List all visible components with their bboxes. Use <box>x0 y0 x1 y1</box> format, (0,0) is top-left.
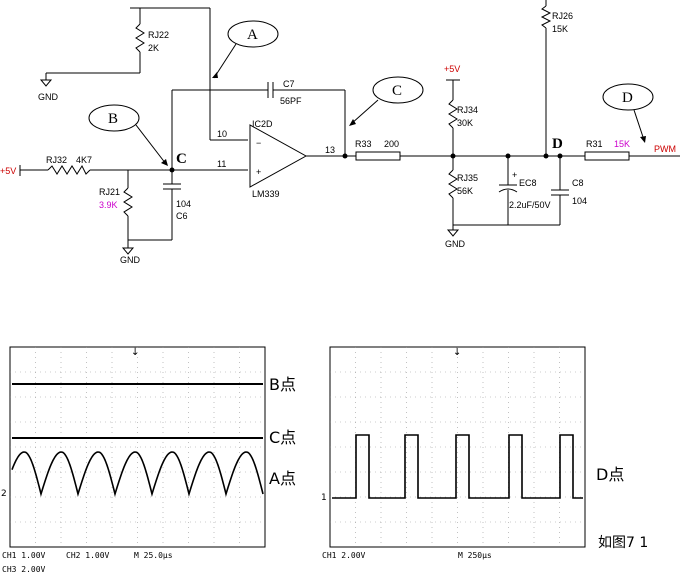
c7-value: 56PF <box>280 96 302 106</box>
rj22-value: 2K <box>148 43 159 53</box>
ec8-value: 2.2uF/50V <box>509 200 551 210</box>
comparator-ic2d <box>249 124 308 188</box>
scope-left-timebase: M 25.0µs <box>134 551 173 560</box>
gnd-symbol-left <box>121 240 135 255</box>
divider-node-dot <box>450 153 456 159</box>
callout-d-arrow <box>640 136 646 143</box>
rj34-resistor <box>448 99 458 129</box>
rj21-resistor <box>123 187 133 217</box>
callout-d-bubble <box>602 83 654 111</box>
rj32-ref: RJ32 <box>46 155 67 165</box>
gnd-right-label: GND <box>445 239 466 249</box>
r33-value: 200 <box>384 139 399 149</box>
ic-ref: IC2D <box>252 119 273 129</box>
callout-b-bubble <box>88 104 140 132</box>
ic-pin-inv: 10 <box>217 129 227 139</box>
rj21-value: 3.9K <box>99 200 118 210</box>
scope-left-ch3: CH3 2.00V <box>2 565 46 574</box>
schematic: +5V RJ32 4K7 RJ21 3.9K GND 104 C6 C <box>0 0 680 265</box>
gnd-symbol-top <box>39 73 53 87</box>
ic-pin-out: 13 <box>325 145 335 155</box>
label-a-point: A点 <box>269 469 296 488</box>
label-c-point: C点 <box>269 428 296 447</box>
trace-a <box>11 451 264 497</box>
scope-left: ↓ 2 B点 C点 A点 CH1 1.00V CH2 1.00V M 25.0µ… <box>1 346 296 574</box>
node-c-label: C <box>176 151 187 167</box>
figure-caption: 如图7 1 <box>598 535 648 551</box>
scope-right-ch-marker: 1 <box>321 493 327 503</box>
rj22-resistor <box>135 23 145 53</box>
scope-left-grid <box>10 347 265 547</box>
rj22-ref: RJ22 <box>148 30 169 40</box>
vcc-mid-label: +5V <box>444 64 460 74</box>
c8-node-dot <box>557 153 563 159</box>
c6-ref: C6 <box>176 211 188 221</box>
r31-ref: R31 <box>586 139 603 149</box>
callout-b-label: B <box>108 111 118 127</box>
scope-right-trigger-icon: ↓ <box>453 347 461 358</box>
callout-b-arrow <box>161 159 168 166</box>
rj26-ref: RJ26 <box>552 11 573 21</box>
pwm-output-label: PWM <box>654 144 676 154</box>
label-b-point: B点 <box>269 375 296 394</box>
scope-right-ch1: CH1 2.00V <box>322 551 366 560</box>
ic-part: LM339 <box>252 189 280 199</box>
r31-value: 15K <box>614 139 630 149</box>
scope-right: ↓ 1 D点 CH1 2.00V M 250µs <box>321 346 624 560</box>
gnd-left-label: GND <box>120 255 141 265</box>
node-d-label: D <box>552 136 563 152</box>
ic-pin-noninv: 11 <box>217 159 226 169</box>
ec8-polarity: + <box>512 170 517 180</box>
c7-ref: C7 <box>283 79 295 89</box>
rj34-value: 30K <box>457 118 473 128</box>
callout-c-label: C <box>392 83 402 99</box>
ec8-node-dot <box>505 153 511 159</box>
gnd-top-label: GND <box>38 92 59 102</box>
callout-d-label: D <box>622 90 633 106</box>
ec8-ref: EC8 <box>519 178 537 188</box>
rj21-ref: RJ21 <box>99 187 120 197</box>
ic-plus-sign: + <box>256 167 261 177</box>
rj26-value: 15K <box>552 24 568 34</box>
callout-a-label: A <box>247 27 258 43</box>
vcc-left-label: +5V <box>0 166 16 176</box>
ic-minus-sign: − <box>256 138 261 148</box>
scope-left-ch1: CH1 1.00V <box>2 551 46 560</box>
r33-resistor <box>355 151 401 161</box>
r33-ref: R33 <box>355 139 372 149</box>
callout-c-arrow <box>349 119 356 126</box>
scope-left-ch-marker: 2 <box>1 489 7 499</box>
rj32-value: 4K7 <box>76 155 92 165</box>
rj35-value: 56K <box>457 186 473 196</box>
rj34-ref: RJ34 <box>457 105 478 115</box>
output-node-dot <box>342 153 348 159</box>
c8-ref: C8 <box>572 178 584 188</box>
callout-c-bubble <box>372 76 424 104</box>
c6-value: 104 <box>176 199 191 209</box>
rj32-resistor <box>47 164 91 175</box>
trace-d <box>332 434 583 499</box>
rj35-ref: RJ35 <box>457 173 478 183</box>
r31-resistor <box>584 151 630 161</box>
rj35-resistor <box>448 169 458 199</box>
rj26-resistor <box>540 5 552 29</box>
label-d-point: D点 <box>596 465 624 484</box>
c8-value: 104 <box>572 196 587 206</box>
scope-left-trigger-icon: ↓ <box>131 347 139 358</box>
scope-left-ch2: CH2 1.00V <box>66 551 110 560</box>
gnd-symbol-right <box>446 229 460 237</box>
callout-a-bubble <box>227 20 279 48</box>
callout-a-arrow <box>212 72 218 78</box>
scope-right-timebase: M 250µs <box>458 551 492 560</box>
